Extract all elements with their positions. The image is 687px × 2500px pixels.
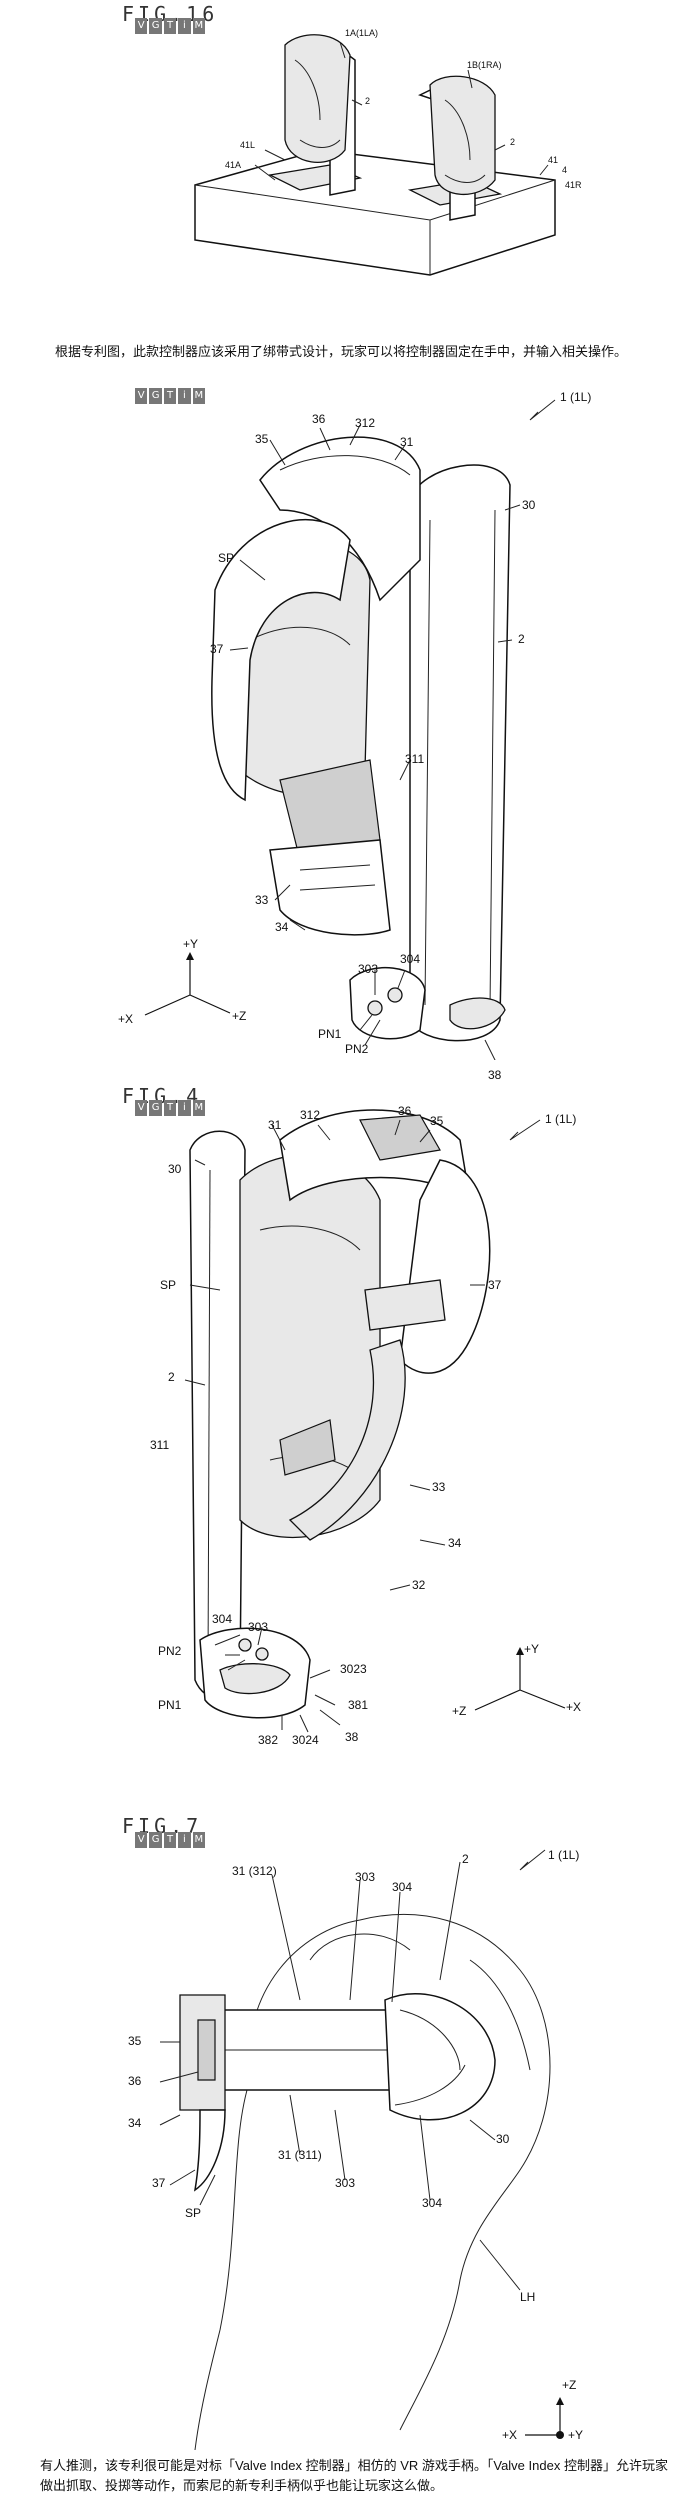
fig4-label-34: 34 xyxy=(448,1536,462,1550)
fig7-drawing xyxy=(159,1849,564,2451)
fig4-axis-z: +Z xyxy=(452,1704,467,1718)
fig4-label-PN1: PN1 xyxy=(158,1698,182,1712)
fig3-label-PN1: PN1 xyxy=(318,1027,342,1041)
fig4-label-PN2: PN2 xyxy=(158,1644,182,1658)
fig7-label-36: 36 xyxy=(128,2074,142,2088)
fig16-label-41: 41 xyxy=(548,155,559,165)
fig3-label-33: 33 xyxy=(255,893,269,907)
fig3-label-31: 31 xyxy=(400,435,414,449)
fig7-label-34: 34 xyxy=(128,2116,142,2130)
fig16-label-41R: 41R xyxy=(565,180,582,190)
fig3-label-311: 311 xyxy=(405,752,425,766)
fig3-axis-x: +X xyxy=(118,1012,134,1026)
fig4-label-32: 32 xyxy=(412,1578,426,1592)
fig4-label-31: 31 xyxy=(268,1118,282,1132)
fig7-axis-x: +X xyxy=(502,2428,518,2442)
fig4-label-3023: 3023 xyxy=(340,1662,367,1676)
fig4-label-3024: 3024 xyxy=(292,1733,319,1747)
fig4-axis-x: +X xyxy=(566,1700,582,1714)
fig4-label-2: 2 xyxy=(168,1370,175,1384)
fig7-label-2: 2 xyxy=(462,1852,469,1866)
fig3-axis-y: +Y xyxy=(183,937,199,951)
fig3-label-38: 38 xyxy=(488,1068,502,1082)
caption-bottom: 有人推测，该专利很可能是对标「Valve Index 控制器」相仿的 VR 游戏… xyxy=(40,2458,668,2493)
fig3-label-34: 34 xyxy=(275,920,289,934)
fig4-label-311: 311 xyxy=(150,1438,170,1452)
fig4-label-30: 30 xyxy=(168,1162,182,1176)
fig4-label-36: 36 xyxy=(398,1104,412,1118)
fig7-axis-y: +Y xyxy=(568,2428,584,2442)
fig16-label-4: 4 xyxy=(562,165,568,175)
fig4-label-38: 38 xyxy=(345,1730,359,1744)
fig16-drawing xyxy=(194,34,556,276)
fig3-label-312: 312 xyxy=(355,416,376,430)
fig7-label-303b: 303 xyxy=(335,2176,356,2190)
fig16-label-1A: 1A(1LA) xyxy=(345,28,379,38)
fig7-label-35: 35 xyxy=(128,2034,142,2048)
fig16-label-2b: 2 xyxy=(510,137,516,147)
fig7-label-30: 30 xyxy=(496,2132,510,2146)
fig3-label-304: 304 xyxy=(400,952,421,966)
fig7-label-31-311: 31 (311) xyxy=(278,2148,322,2162)
fig4-label-SP: SP xyxy=(160,1278,177,1292)
fig4-label-303: 303 xyxy=(248,1620,269,1634)
fig4-label-382: 382 xyxy=(258,1733,279,1747)
fig3-label-303: 303 xyxy=(358,962,379,976)
fig3-label-36: 36 xyxy=(312,412,326,426)
fig7-label-37: 37 xyxy=(152,2176,166,2190)
fig3-label-2: 2 xyxy=(518,632,525,646)
fig7-label-303a: 303 xyxy=(355,1870,376,1884)
caption-top: 根据专利图，此款控制器应该采用了绑带式设计，玩家可以将控制器固定在手中，并输入相… xyxy=(55,344,628,359)
fig7-label-304b: 304 xyxy=(422,2196,443,2210)
fig4-label-381: 381 xyxy=(348,1698,369,1712)
fig3-ref: 1 (1L) xyxy=(560,390,592,404)
fig16-label-41L: 41L xyxy=(240,140,256,150)
fig3-label-SP: SP xyxy=(218,551,235,565)
fig3-label-35: 35 xyxy=(255,432,269,446)
fig7-axis-z: +Z xyxy=(562,2378,577,2392)
fig4-label-37: 37 xyxy=(488,1278,502,1292)
fig4-ref: 1 (1L) xyxy=(545,1112,577,1126)
fig4-label-33: 33 xyxy=(432,1480,446,1494)
fig3-label-30: 30 xyxy=(522,498,536,512)
fig7-label-304a: 304 xyxy=(392,1880,413,1894)
fig16-label-41A: 41A xyxy=(225,160,242,170)
fig4-label-304: 304 xyxy=(212,1612,233,1626)
fig7-label-31-312: 31 (312) xyxy=(232,1864,277,1878)
fig4-axis-y: +Y xyxy=(524,1642,540,1656)
fig16-label-2a: 2 xyxy=(365,96,371,106)
fig16-label-1B: 1B(1RA) xyxy=(467,60,502,70)
fig3-label-PN2: PN2 xyxy=(345,1042,369,1056)
fig3-axis-z: +Z xyxy=(232,1009,247,1023)
fig4-drawing xyxy=(184,1109,566,1733)
fig4-label-35: 35 xyxy=(430,1114,444,1128)
fig7-label-LH: LH xyxy=(520,2290,536,2304)
fig7-label-SP: SP xyxy=(185,2206,202,2220)
fig3-drawing xyxy=(144,399,556,1060)
fig4-label-312: 312 xyxy=(300,1108,321,1122)
fig7-ref: 1 (1L) xyxy=(548,1848,580,1862)
fig3-label-37: 37 xyxy=(210,642,224,656)
